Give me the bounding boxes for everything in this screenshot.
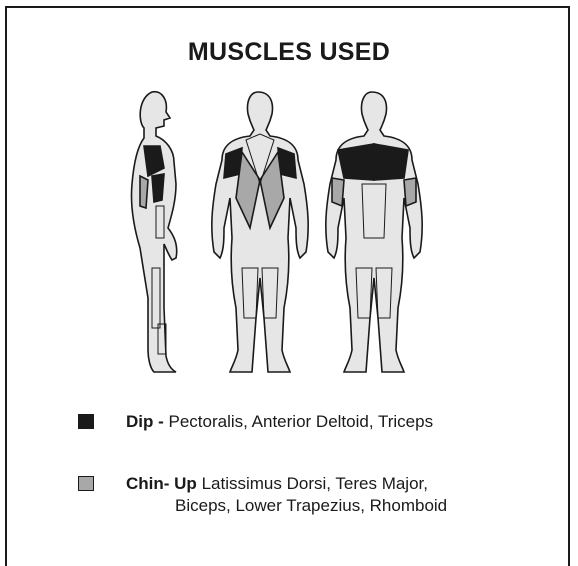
back-view-figure — [212, 92, 308, 372]
chinup-legend-text: Chin- Up Latissimus Dorsi, Teres Major, — [126, 474, 428, 494]
dip-swatch — [78, 414, 94, 429]
muscle-figures — [118, 88, 428, 388]
chinup-muscles: Latissimus Dorsi, Teres Major, — [202, 474, 428, 493]
dip-legend-text: Dip - Pectoralis, Anterior Deltoid, Tric… — [126, 412, 433, 432]
chinup-label: Chin- Up — [126, 474, 197, 493]
chinup-muscles-line2: Biceps, Lower Trapezius, Rhomboid — [175, 496, 447, 516]
dip-muscles: Pectoralis, Anterior Deltoid, Triceps — [169, 412, 434, 431]
dip-label: Dip - — [126, 412, 164, 431]
side-view-figure — [131, 92, 176, 372]
front-view-figure — [326, 92, 422, 372]
diagram-title: MUSCLES USED — [0, 38, 578, 67]
chinup-swatch — [78, 476, 94, 491]
